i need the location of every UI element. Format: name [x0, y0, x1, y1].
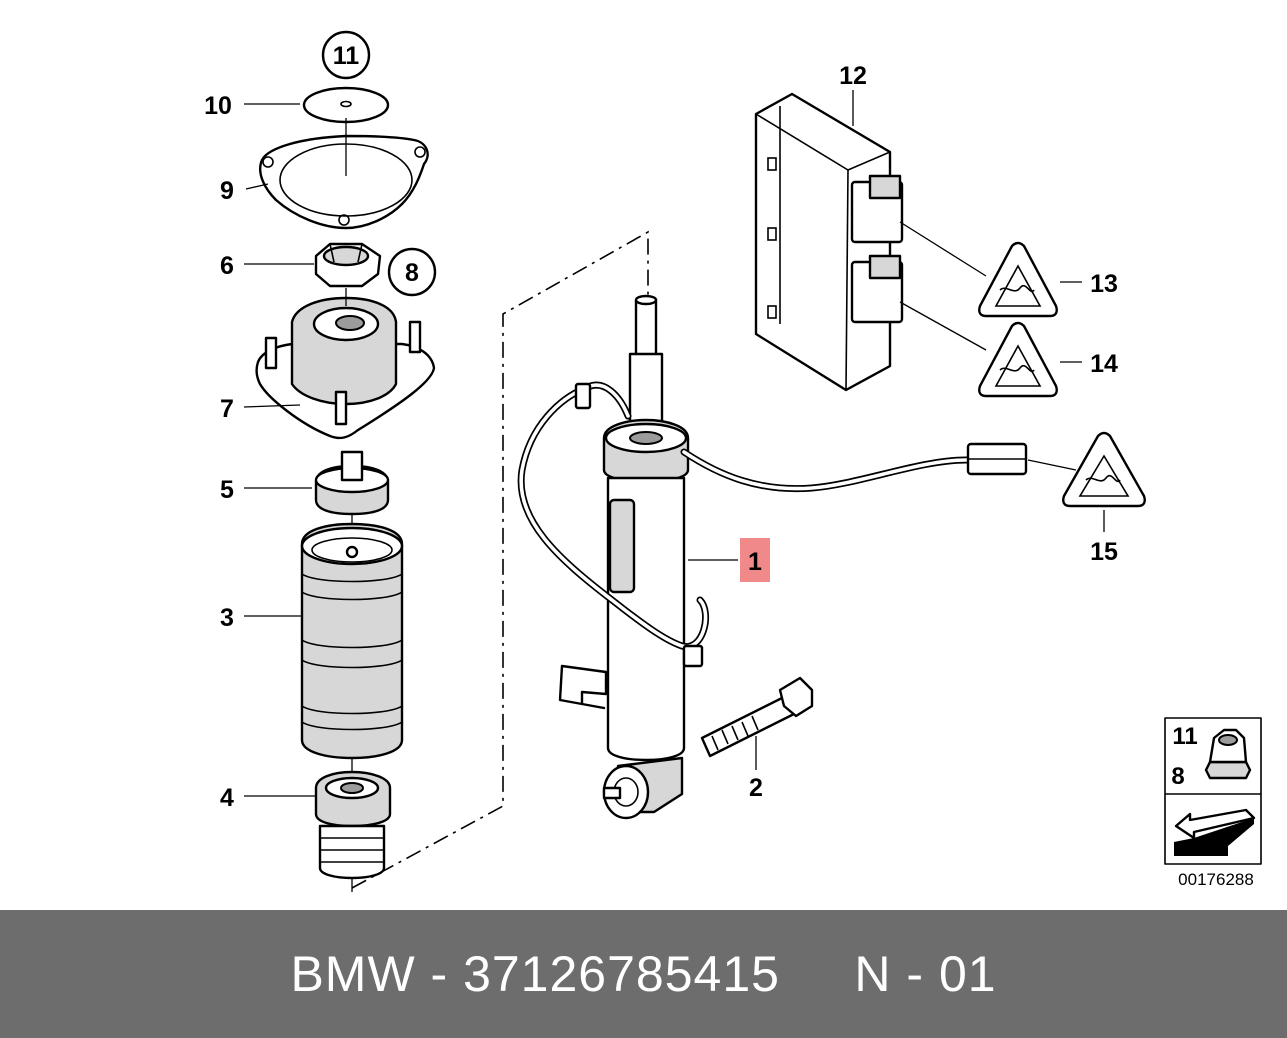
part-11-callout[interactable]: 11 [321, 30, 371, 80]
part-8-callout[interactable]: 8 [387, 247, 437, 297]
label-12: 12 [839, 62, 867, 90]
label-3: 3 [220, 604, 234, 632]
orientation-arrow-icon [1174, 808, 1256, 856]
part-14-warning-label[interactable]: 14 [899, 301, 1118, 398]
parts-diagram: 11 10 9 6 8 [204, 30, 1262, 892]
part-1-shock-absorber[interactable]: 1 [517, 294, 1028, 820]
label-8: 8 [405, 259, 419, 287]
label-10: 10 [204, 92, 232, 120]
label-14: 14 [1090, 350, 1118, 378]
assembly-boundary-line [351, 230, 649, 889]
part-10-washer[interactable]: 10 [204, 86, 390, 124]
label-2: 2 [749, 774, 763, 802]
part-6-nut[interactable]: 6 [220, 242, 382, 288]
part-2-bolt[interactable]: 2 [700, 676, 814, 802]
part-15-warning-label[interactable]: 15 [1027, 431, 1146, 566]
part-9-gasket[interactable]: 9 [220, 118, 429, 230]
footer-part-number: BMW - 37126785415 N - 01 [290, 946, 997, 1002]
footer-banner: BMW - 37126785415 N - 01 [0, 910, 1287, 1038]
part-7-support-mount[interactable]: 7 [220, 288, 436, 440]
part-3-bellows[interactable]: 3 [220, 522, 404, 760]
part-13-warning-label[interactable]: 13 [899, 221, 1118, 318]
flange-nut-icon [1204, 728, 1252, 780]
label-5: 5 [220, 476, 234, 504]
label-13: 13 [1090, 270, 1118, 298]
label-15: 15 [1090, 538, 1118, 566]
label-7: 7 [220, 395, 234, 423]
label-4: 4 [220, 784, 234, 812]
label-6: 6 [220, 252, 234, 280]
part-5-bearing[interactable]: 5 [220, 450, 390, 552]
part-12-control-module[interactable]: 12 [754, 62, 904, 392]
diagram-reference-number: 00176288 [1178, 870, 1254, 889]
label-9: 9 [220, 177, 234, 205]
label-1: 1 [748, 548, 762, 576]
legend-label-8: 8 [1171, 763, 1184, 790]
label-11: 11 [333, 42, 360, 70]
part-4-bump-stop[interactable]: 4 [220, 758, 392, 892]
legend-box: 11 8 [1164, 717, 1262, 865]
legend-label-11: 11 [1172, 723, 1197, 750]
